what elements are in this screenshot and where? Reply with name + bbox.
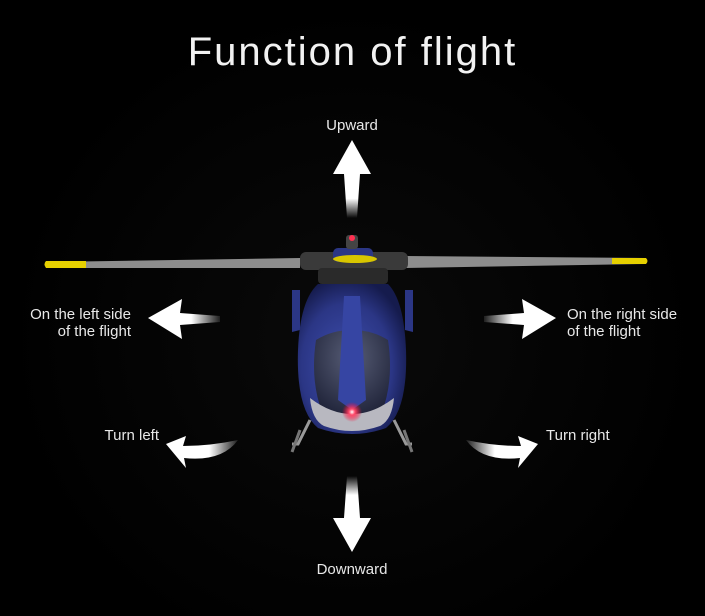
- up-arrow-icon: [333, 140, 371, 218]
- left-side-label: On the left side of the flight: [0, 306, 131, 340]
- down-arrow-icon: [333, 476, 371, 552]
- right-side-label-line2: of the flight: [567, 323, 641, 340]
- downward-label: Downward: [316, 561, 388, 578]
- page-title: Function of flight: [187, 30, 518, 74]
- right-arrow-icon: [484, 299, 556, 339]
- left-arrow-icon: [148, 299, 220, 339]
- turn-left-arrow-icon: [166, 436, 238, 468]
- turn-right-arrow-icon: [466, 436, 538, 468]
- right-side-label: On the right side of the flight: [567, 306, 702, 340]
- turn-right-label: Turn right: [546, 427, 610, 444]
- upward-label: Upward: [326, 117, 378, 134]
- left-side-label-line1: On the left side: [30, 306, 131, 323]
- turn-left-label: Turn left: [104, 427, 159, 444]
- left-side-label-line2: of the flight: [57, 323, 131, 340]
- right-side-label-line1: On the right side: [567, 306, 678, 323]
- helicopter-image: [44, 235, 648, 453]
